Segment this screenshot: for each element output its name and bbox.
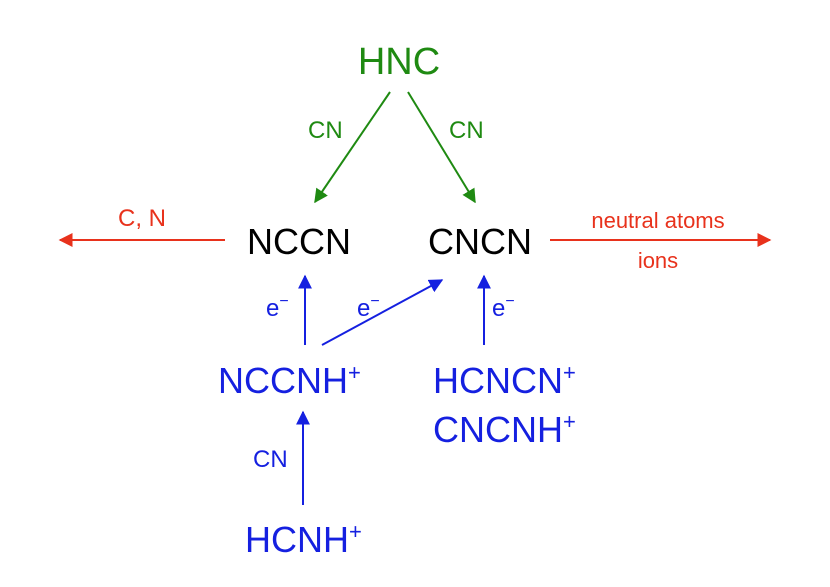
label-cn-bottom: CN	[253, 446, 288, 473]
label-electron-cncn: e−	[492, 293, 515, 322]
charge-plus: +	[349, 519, 362, 544]
arrow-nccnh-to-cncn	[321, 279, 444, 346]
species-cncnh-plus: CNCNH+	[433, 409, 576, 450]
species-hnc: HNC	[358, 41, 440, 83]
charge-minus: −	[370, 293, 379, 310]
electron-symbol: e	[357, 295, 370, 322]
label-neutral-atoms: neutral atoms	[591, 208, 724, 233]
species-hcnh-label: HCNH	[245, 519, 349, 560]
label-electron-nccn: e−	[266, 293, 289, 322]
label-ions: ions	[638, 248, 678, 273]
label-electron-diagonal: e−	[357, 293, 380, 322]
species-cncn: CNCN	[428, 221, 532, 262]
charge-plus: +	[348, 360, 361, 385]
arrow-hnc-to-cncn	[407, 91, 476, 204]
species-nccnh-label: NCCNH	[218, 360, 348, 401]
label-cn-left: CN	[308, 117, 343, 144]
species-hcncn-plus: HCNCN+	[433, 360, 576, 401]
species-nccnh-plus: NCCNH+	[218, 360, 361, 401]
species-nccn: NCCN	[247, 221, 351, 262]
electron-symbol: e	[492, 295, 505, 322]
charge-plus: +	[563, 360, 576, 385]
arrow-hnc-to-nccn	[314, 91, 391, 204]
electron-symbol: e	[266, 295, 279, 322]
label-cn-right: CN	[449, 117, 484, 144]
charge-minus: −	[505, 293, 514, 310]
species-cncnh-label: CNCNH	[433, 409, 563, 450]
species-hcnh-plus: HCNH+	[245, 519, 362, 560]
charge-plus: +	[563, 409, 576, 434]
species-hcncn-label: HCNCN	[433, 360, 563, 401]
label-c-n: C, N	[118, 205, 166, 232]
charge-minus: −	[279, 293, 288, 310]
